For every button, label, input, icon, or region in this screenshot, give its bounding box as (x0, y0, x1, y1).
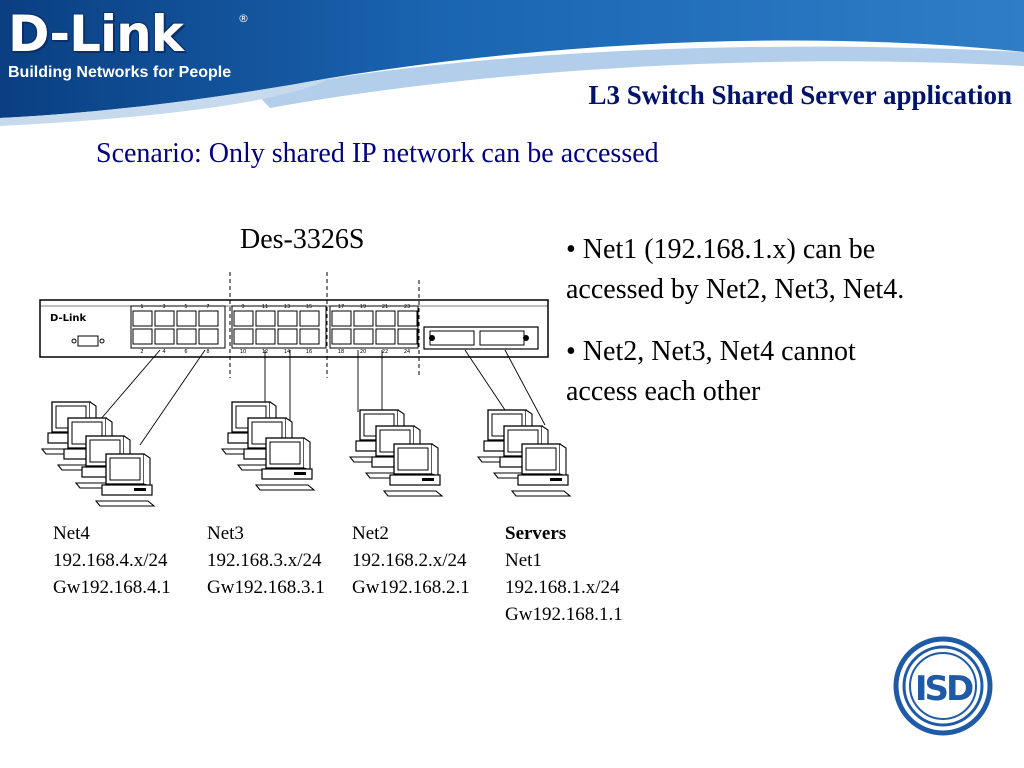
net-name: Net4 (53, 523, 90, 544)
switch-port (353, 328, 374, 345)
switch-chassis: D-Link (39, 299, 549, 358)
net-name: Servers (505, 523, 567, 544)
switch-port (233, 328, 254, 345)
scenario-text: Scenario: Only shared IP network can be … (96, 138, 659, 169)
switch-brand-text: D-Link (50, 313, 87, 324)
registered-mark: ® (238, 12, 249, 25)
switch-port (233, 310, 254, 327)
port-number-label: 7 (206, 304, 209, 310)
switch-port (397, 328, 418, 345)
net-subnet: Net1 (505, 550, 542, 571)
port-number-label: 1 (140, 304, 143, 310)
switch-port (198, 328, 219, 345)
network-cables (99, 349, 546, 446)
switch-port (132, 310, 153, 327)
switch-port (277, 310, 298, 327)
switch-port (299, 310, 320, 327)
port-number-label: 11 (262, 304, 268, 310)
brand-logo-block: D-Link ® Building Networks for People (0, 0, 255, 110)
port-number-label: 23 (404, 304, 410, 310)
switch-port (255, 310, 276, 327)
switch-port (397, 310, 418, 327)
port-number-label: 3 (162, 304, 165, 310)
port-number-label: 18 (338, 349, 344, 355)
bullet-line: • Net1 (192.168.1.x) can be (566, 234, 876, 265)
port-group-17-24 (329, 305, 419, 349)
bullet-net1-access: • Net1 (192.168.1.x) can be accessed by … (566, 230, 904, 310)
net-name: Net2 (352, 523, 389, 544)
switch-port (255, 328, 276, 345)
dlink-logo: D-Link (8, 5, 184, 63)
port-number-label: 9 (241, 304, 244, 310)
net-gateway: Gw192.168.2.1 (352, 577, 470, 598)
port-number-label: 13 (284, 304, 290, 310)
net-gateway: Gw192.168.3.1 (207, 577, 325, 598)
switch-port (375, 328, 396, 345)
net-subnet: 192.168.2.x/24 (352, 550, 467, 571)
port-number-label: 5 (184, 304, 187, 310)
bullet-net-isolation: • Net2, Net3, Net4 cannot access each ot… (566, 332, 856, 412)
switch-port (154, 328, 175, 345)
switch-port (353, 310, 374, 327)
header-banner (0, 0, 1024, 126)
port-number-label: 22 (382, 349, 388, 355)
isd-emblem: ISD (893, 636, 993, 736)
bullet-line: access each other (566, 376, 761, 407)
port-number-label: 2 (140, 349, 143, 355)
port-group-9-16 (231, 305, 327, 349)
net-subnet: 192.168.3.x/24 (207, 550, 322, 571)
switch-port (299, 328, 320, 345)
switch-port (176, 310, 197, 327)
switch-port (132, 328, 153, 345)
port-number-label: 6 (184, 349, 187, 355)
switch-port (375, 310, 396, 327)
vlan-separators (229, 272, 420, 378)
port-group-1-8 (130, 305, 226, 349)
switch-port (198, 310, 219, 327)
net4-label: Net4 192.168.4.x/24 Gw192.168.4.1 (53, 520, 171, 601)
net-subnet: 192.168.4.x/24 (53, 550, 168, 571)
port-number-label: 21 (382, 304, 388, 310)
port-number-label: 19 (360, 304, 366, 310)
isd-emblem-letters: ISD (915, 669, 973, 709)
net-gateway: 192.168.1.x/24 (505, 577, 620, 598)
net4-computer-cluster (41, 401, 155, 507)
net-name: Net3 (207, 523, 244, 544)
port-number-label: 8 (206, 349, 209, 355)
servers-label: Servers Net1 192.168.1.x/24 Gw192.168.1.… (505, 520, 623, 628)
switch-port (176, 328, 197, 345)
port-number-label: 16 (306, 349, 312, 355)
brand-tagline: Building Networks for People (8, 64, 232, 81)
port-number-label: 4 (162, 349, 165, 355)
switch-port (154, 310, 175, 327)
net-gateway-extra: Gw192.168.1.1 (505, 604, 623, 625)
port-number-label: 20 (360, 349, 366, 355)
switch-port (331, 310, 352, 327)
bullet-line: accessed by Net2, Net3, Net4. (566, 274, 905, 305)
port-number-label: 17 (338, 304, 344, 310)
port-number-label: 14 (284, 349, 290, 355)
net3-label: Net3 192.168.3.x/24 Gw192.168.3.1 (207, 520, 325, 601)
net2-label: Net2 192.168.2.x/24 Gw192.168.2.1 (352, 520, 470, 601)
slide-title: L3 Switch Shared Server application (588, 80, 1012, 110)
server-computer-cluster (477, 409, 571, 497)
port-number-label: 24 (404, 349, 410, 355)
bullet-line: • Net2, Net3, Net4 cannot (566, 336, 856, 367)
port-number-label: 15 (306, 304, 312, 310)
switch-port (331, 328, 352, 345)
switch-port (277, 328, 298, 345)
switch-model-label: Des-3326S (240, 224, 365, 255)
port-number-label: 10 (240, 349, 246, 355)
net-gateway: Gw192.168.4.1 (53, 577, 171, 598)
net3-computer-cluster (221, 401, 315, 491)
net2-computer-cluster (349, 409, 443, 497)
